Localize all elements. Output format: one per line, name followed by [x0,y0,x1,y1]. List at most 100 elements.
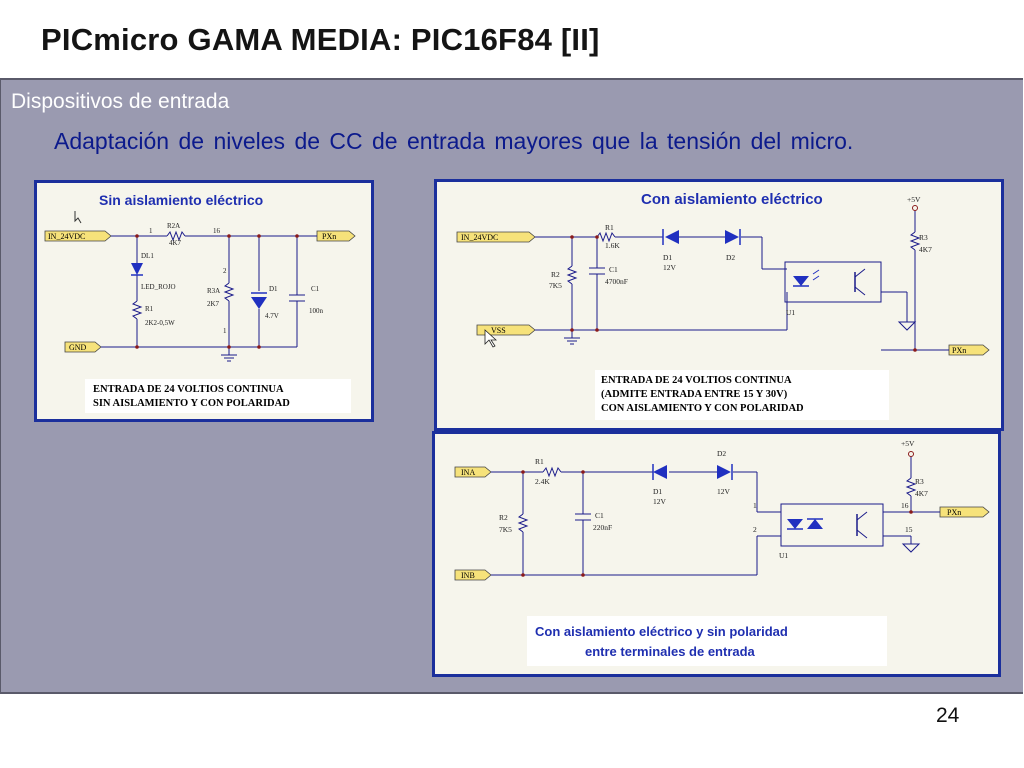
panel2-caption-box [595,370,889,420]
p3-r1-value: 2.4K [535,477,550,486]
opto-led-icon [793,276,809,286]
p2-r1-label: R1 [605,223,614,232]
p3-d1-value: 12V [653,497,667,506]
r3a-value: 2K7 [207,300,220,308]
p3-node-1-label: 1 [753,501,757,510]
panel3-inb-port [454,569,492,581]
d1-value: 4.7V [265,312,279,320]
bullet-text: Adaptación de niveles de CC de entrada m… [54,128,854,154]
p3-c1-value: 220nF [593,523,612,532]
panel3-caption-box [527,616,887,666]
r2a-label: R2A [167,222,180,230]
led-icon [131,263,143,275]
panel2-out-label: PXn [952,346,966,355]
panel1-out-label: PXn [322,232,336,241]
p3-opto-led1-icon [787,519,803,529]
r1-label: R1 [145,305,154,313]
panel3-ina-port [454,466,492,478]
panel3-caption-line1: Con aislamiento eléctrico y sin polarida… [535,624,788,639]
p3-d2-diode-icon [717,465,731,479]
p3-vcc-label: +5V [901,439,915,448]
c1-value: 100n [309,307,324,315]
d2-diode-icon [725,230,739,244]
p2-r1-value: 1.6K [605,241,620,250]
p3-d1-diode-icon [653,465,667,479]
panel1-output-port [316,230,356,242]
panel1-caption-line2: SIN AISLAMIENTO Y CON POLARIDAD [93,398,290,409]
circuit-no-isolation-diagram: Sin aislamiento eléctrico IN_24VDC GND P… [44,192,356,413]
circuit-isolation-diagram: Con aislamiento eléctrico IN_24VDC VSS P… [456,191,990,420]
p2-c1-label: C1 [609,265,618,274]
r3a-label: R3A [207,287,220,295]
slide-title: PICmicro GAMA MEDIA: PIC16F84 [II] [41,22,600,57]
page-number: 24 [936,704,960,727]
panel1-input-port [44,230,112,242]
p2-d1-label: D1 [663,253,672,262]
r2a-value: 4K7 [169,239,182,247]
p2-u1-label: U1 [786,308,795,317]
panel2-caption-line2: (ADMITE ENTRADA ENTRE 15 Y 30V) [601,389,788,400]
node-16-label: 16 [213,227,221,235]
dl1-label: DL1 [141,252,154,260]
panel3-ina-label: INA [461,468,475,477]
c1-label: C1 [311,285,320,293]
circuit-isolation-no-polarity-diagram: INA INB PXn [454,439,990,666]
p2-r2-label: R2 [551,270,560,279]
p2-d1-value: 12V [663,263,677,272]
panel3-out-label: PXn [947,508,961,517]
d1-diode-icon [665,230,679,244]
r1-value: 2K2-0,5W [145,319,175,327]
circuit-panel-isolation: Con aislamiento eléctrico IN_24VDC VSS P… [434,179,1004,431]
panel2-input-port [456,231,536,243]
panel2-title: Con aislamiento eléctrico [641,191,823,208]
content-area: Dispositivos de entrada Adaptación de ni… [0,78,1023,694]
panel2-caption-line1: ENTRADA DE 24 VOLTIOS CONTINUA [601,375,792,386]
p3-optocoupler-u1 [780,503,884,547]
panel1-title: Sin aislamiento eléctrico [99,192,263,208]
panel2-vss-port [476,324,536,336]
p2-r3-label: R3 [919,233,928,242]
panel3-caption-line2: entre terminales de entrada [585,644,756,659]
panel1-caption-box [85,379,351,413]
panel1-gnd-label: GND [69,343,87,352]
zener-diode-icon [251,297,267,309]
panel1-in-label: IN_24VDC [48,232,85,241]
p3-d2-value: 12V [717,487,731,496]
led-label: LED_ROJO [141,283,176,291]
node-2-label: 2 [223,267,227,275]
panel2-output-port [948,344,990,356]
p2-vcc-label: +5V [907,195,921,204]
section-subtitle: Dispositivos de entrada [11,90,230,113]
panel2-vss-label: VSS [491,326,506,335]
circuit-panel-no-isolation: Sin aislamiento eléctrico IN_24VDC GND P… [34,180,374,422]
p3-r2-value: 7K5 [499,525,512,534]
panel2-in-label: IN_24VDC [461,233,498,242]
panel1-gnd-port [64,341,102,353]
p3-d1-label: D1 [653,487,662,496]
p2-r2-value: 7K5 [549,281,562,290]
panel3-inb-label: INB [461,571,475,580]
p2-c1-value: 4700nF [605,277,628,286]
cursor-icon [484,329,498,348]
panel2-caption-line3: CON AISLAMIENTO Y CON POLARIDAD [601,403,804,414]
p3-d2-label: D2 [717,449,726,458]
p3-node-2-label: 2 [753,525,757,534]
p2-d2-label: D2 [726,253,735,262]
circuit-panel-isolation-no-polarity: INA INB PXn [432,431,1001,677]
optocoupler-u1 [784,261,882,303]
panel3-output-port [939,506,990,518]
p3-node-16-label: 16 [901,501,909,510]
panel1-caption-line1: ENTRADA DE 24 VOLTIOS CONTINUA [93,384,284,395]
p3-c1-label: C1 [595,511,604,520]
p3-r1-label: R1 [535,457,544,466]
cursor-icon [74,211,82,224]
p3-u1-label: U1 [779,551,788,560]
p3-opto-led2-icon [807,519,823,529]
node-1-label: 1 [149,227,153,235]
p2-r3-value: 4K7 [919,245,932,254]
p3-r2-label: R2 [499,513,508,522]
p3-r3-label: R3 [915,477,924,486]
p3-node-15-label: 15 [905,525,913,534]
node-1b-label: 1 [223,327,227,335]
d1-label: D1 [269,285,278,293]
